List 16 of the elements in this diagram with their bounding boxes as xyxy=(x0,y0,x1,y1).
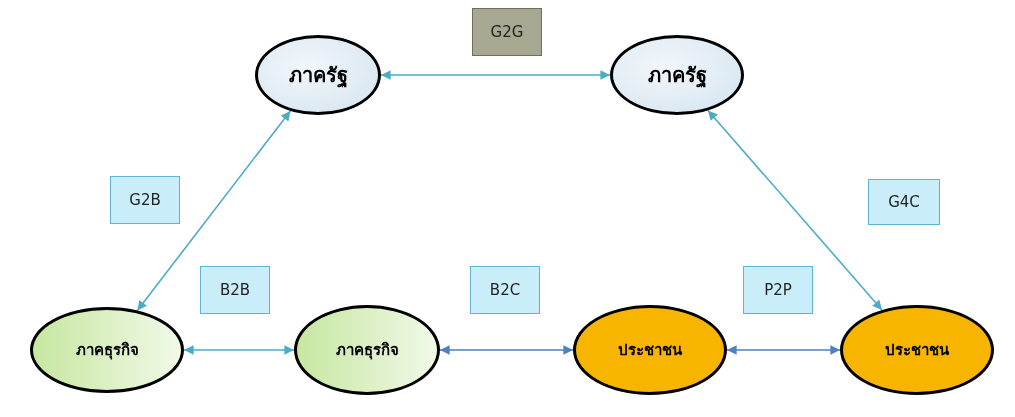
edge-label: B2C xyxy=(470,266,540,314)
edge-label: G4C xyxy=(868,179,940,225)
oval-node: ประชาชน xyxy=(573,305,727,395)
edge-label: B2B xyxy=(200,266,270,314)
arrow xyxy=(707,109,883,311)
edge-label: G2B xyxy=(110,176,180,224)
oval-node: ภาครัฐ xyxy=(610,35,744,115)
edge-label: G2G xyxy=(472,8,542,56)
arrow xyxy=(183,345,295,355)
oval-node: ภาครัฐ xyxy=(255,35,381,115)
oval-node: ภาคธุรกิจ xyxy=(30,307,184,393)
arrow xyxy=(726,345,841,355)
edge-label: P2P xyxy=(743,266,813,314)
arrow xyxy=(380,70,611,80)
oval-node: ภาคธุรกิจ xyxy=(294,305,440,395)
oval-node: ประชาชน xyxy=(840,305,994,395)
